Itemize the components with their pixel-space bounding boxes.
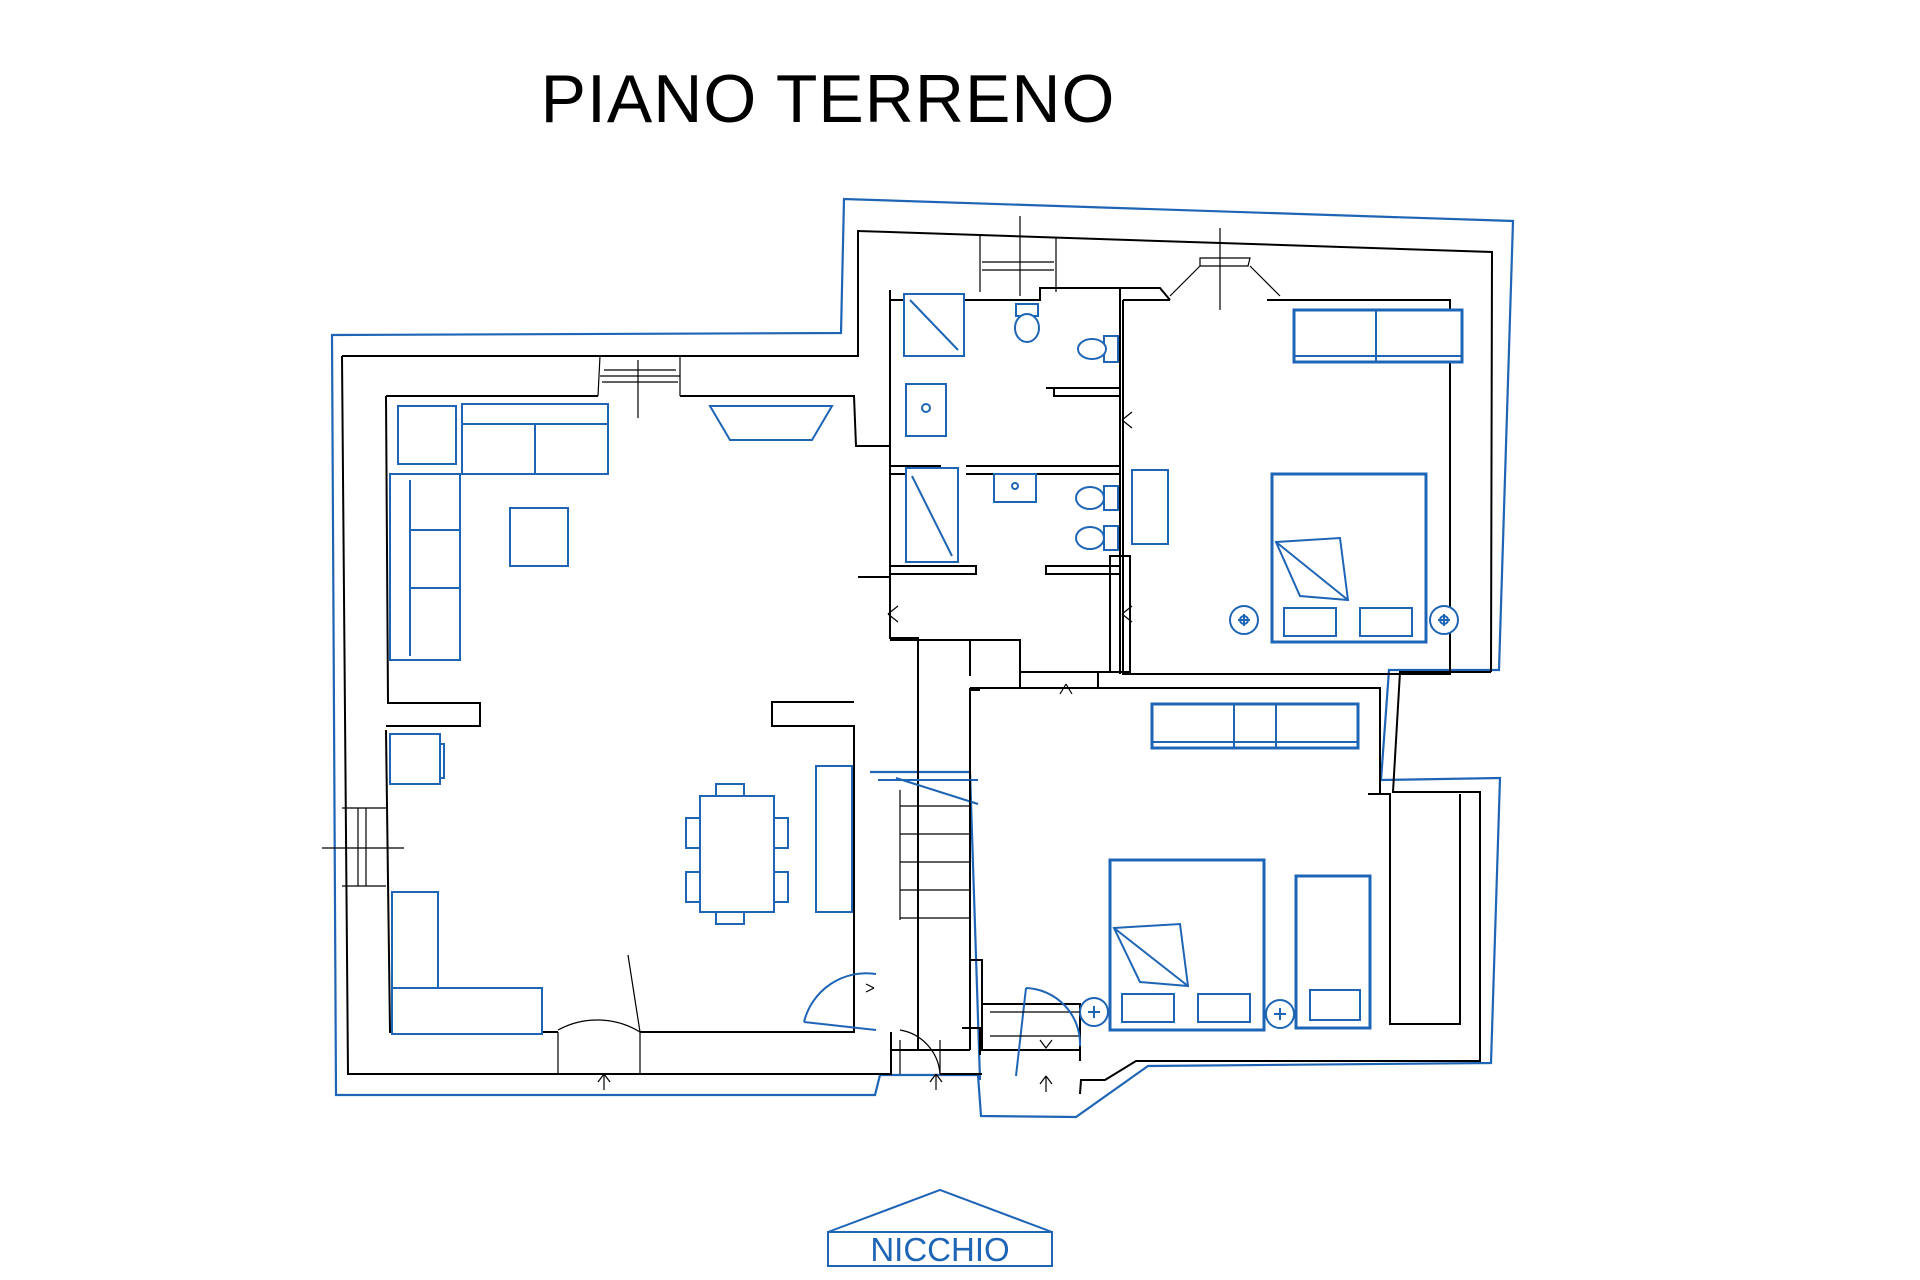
nightstand <box>1429 605 1459 635</box>
toilet <box>1014 303 1040 343</box>
corner-sofa <box>389 473 461 661</box>
door-swing <box>803 972 877 1031</box>
stairs <box>878 777 1082 1077</box>
furniture <box>389 293 1464 1077</box>
dining-table <box>685 783 789 925</box>
doors <box>557 411 1133 1092</box>
desk <box>1131 469 1169 545</box>
wardrobe <box>1292 308 1464 364</box>
nicchio-logo: NICCHIO <box>827 1188 1053 1268</box>
fireplace <box>708 405 834 441</box>
armchair <box>397 405 457 465</box>
windows <box>322 216 1281 887</box>
double-bed <box>1108 858 1266 1032</box>
nightstand <box>1079 997 1109 1027</box>
toilet <box>1075 525 1119 551</box>
toilet <box>1077 335 1119 363</box>
nightstand <box>1229 605 1259 635</box>
fridge <box>389 733 441 785</box>
nightstand <box>1265 999 1295 1029</box>
double-bed <box>1270 472 1428 644</box>
washbasin <box>905 383 947 437</box>
sideboard <box>815 765 853 913</box>
coffee-table <box>509 507 569 567</box>
plan-title: PIANO TERRENO <box>541 61 1116 137</box>
single-bed <box>1294 874 1372 1030</box>
wardrobe <box>1150 702 1360 750</box>
bidet <box>1075 485 1119 511</box>
logo-label: NICCHIO <box>870 1231 1009 1268</box>
